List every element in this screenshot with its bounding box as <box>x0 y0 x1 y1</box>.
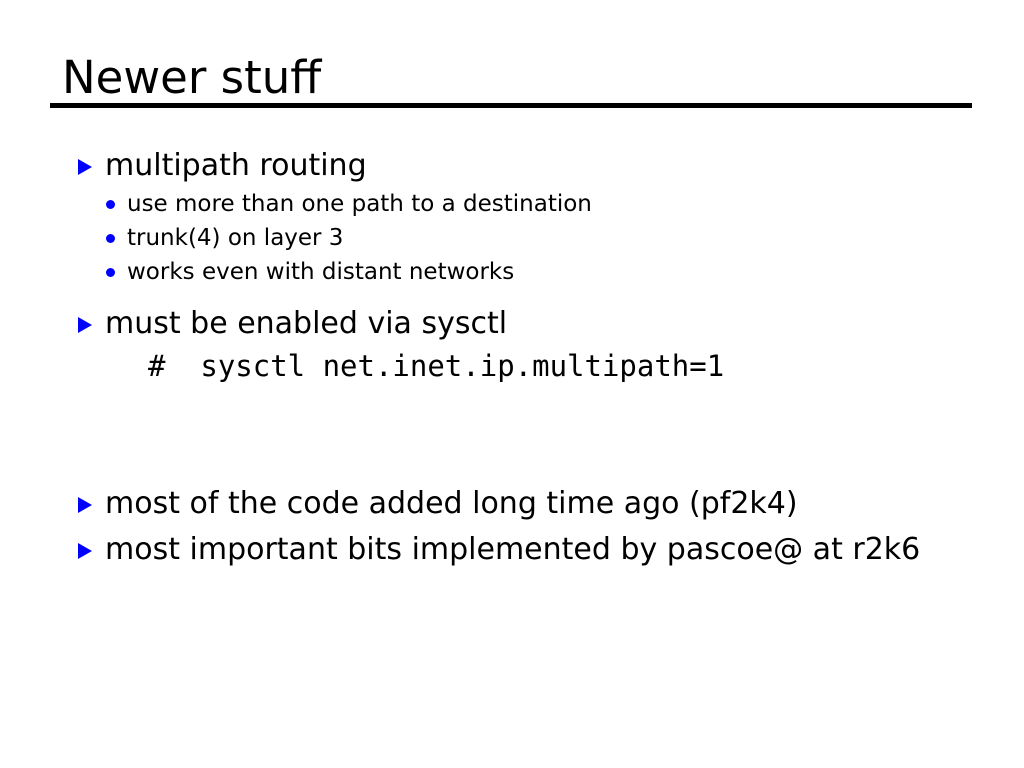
bullet-label: must be enabled via sysctl <box>105 306 508 341</box>
bullet-code-added-pf2k4: most of the code added long time ago (pf… <box>0 483 1024 525</box>
round-dot-icon <box>106 268 115 277</box>
round-dot-icon <box>106 200 115 209</box>
sub-bullet-trunk-layer3: trunk(4) on layer 3 <box>0 221 1024 255</box>
bullet-label: multipath routing <box>105 148 367 183</box>
sub-bullet-distant-networks: works even with distant networks <box>0 255 1024 289</box>
triangle-right-icon <box>78 497 92 513</box>
title-divider <box>50 103 972 108</box>
triangle-right-icon <box>78 317 92 333</box>
sub-bullet-label: trunk(4) on layer 3 <box>127 225 344 251</box>
bullet-label: most important bits implemented by pasco… <box>105 532 921 567</box>
round-dot-icon <box>106 234 115 243</box>
sub-bullet-use-more-than-one-path: use more than one path to a destination <box>0 187 1024 221</box>
bullet-multipath-routing: multipath routing <box>0 145 1024 187</box>
bullet-label: most of the code added long time ago (pf… <box>105 486 798 521</box>
triangle-right-icon <box>78 159 92 175</box>
spacer <box>0 289 1024 303</box>
spacer <box>0 387 1024 483</box>
sub-bullet-label: use more than one path to a destination <box>127 191 592 217</box>
page-title: Newer stuff <box>62 51 322 104</box>
bullet-must-be-enabled-via-sysctl: must be enabled via sysctl <box>0 303 1024 345</box>
slide-body: multipath routing use more than one path… <box>0 145 1024 571</box>
bullet-implemented-by-pascoe-r2k6: most important bits implemented by pasco… <box>0 529 1024 571</box>
triangle-right-icon <box>78 543 92 559</box>
sysctl-command: # sysctl net.inet.ip.multipath=1 <box>148 349 725 383</box>
sub-bullet-label: works even with distant networks <box>127 259 515 285</box>
